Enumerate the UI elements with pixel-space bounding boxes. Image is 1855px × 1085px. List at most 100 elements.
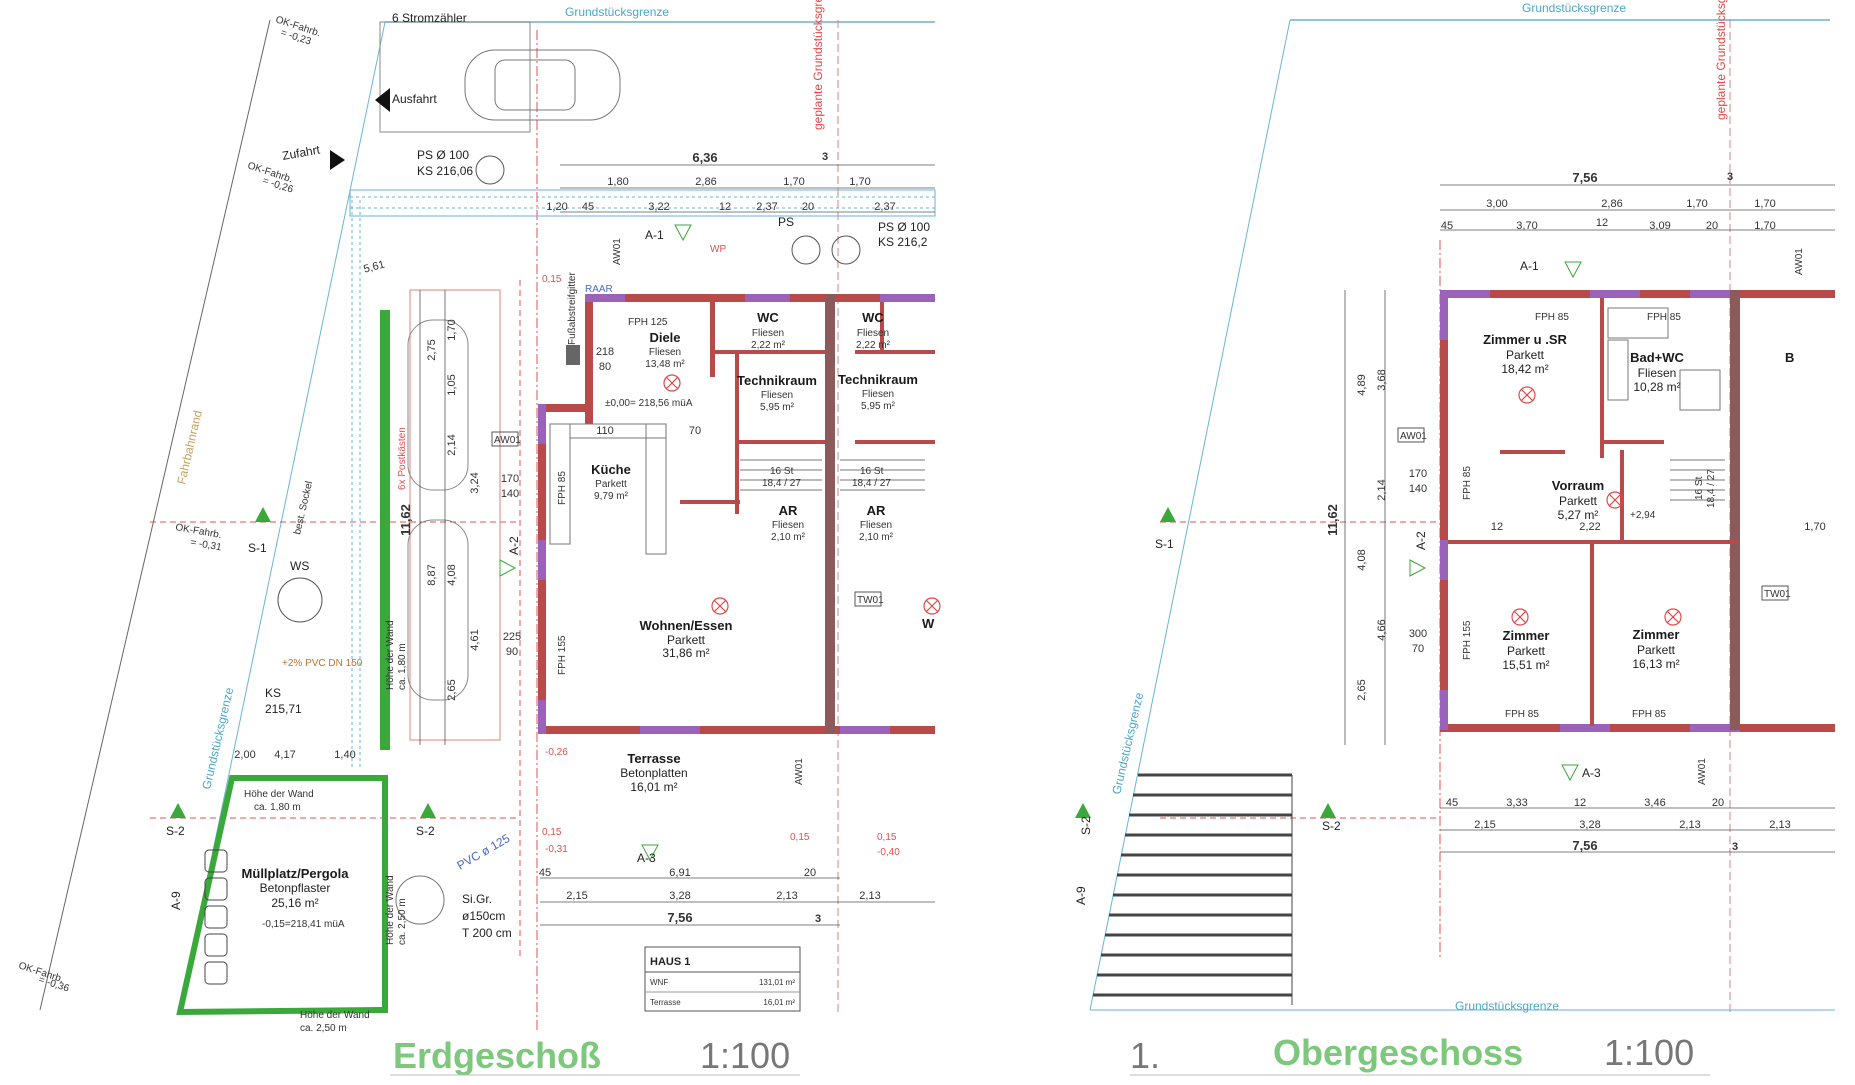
svg-text:Betonplatten: Betonplatten	[620, 766, 687, 780]
svg-text:1,70: 1,70	[1804, 521, 1825, 533]
stromzaehler-label: 6 Stromzähler	[392, 11, 467, 25]
svg-text:2,86: 2,86	[1601, 198, 1622, 210]
svg-text:Zimmer u .SR: Zimmer u .SR	[1483, 332, 1567, 347]
svg-text:2,10 m²: 2,10 m²	[859, 532, 894, 543]
section-s2-left: S-2	[166, 824, 185, 838]
svg-text:140: 140	[501, 488, 519, 500]
ks2-label: KS 216,2	[878, 235, 928, 249]
svg-text:3,68: 3,68	[1376, 369, 1388, 390]
ks-value: 215,71	[265, 702, 302, 716]
area-table: HAUS 1 WNF 131,01 m² Terrasse 16,01 m²	[644, 946, 801, 1012]
svg-text:WC: WC	[862, 310, 884, 325]
ok-road-3-val: = -0,31	[189, 537, 222, 553]
car-symbol	[464, 49, 621, 121]
svg-text:2,22: 2,22	[1579, 521, 1600, 533]
svg-text:20: 20	[1706, 220, 1718, 232]
section-a1: A-1	[645, 228, 664, 242]
svg-text:Fliesen: Fliesen	[860, 520, 892, 531]
svg-text:12: 12	[719, 201, 731, 213]
stairs-ratio-2: 18,4 / 27	[852, 478, 891, 489]
fph-125: FPH 125	[628, 317, 668, 328]
svg-text:Parkett: Parkett	[1559, 494, 1598, 508]
svg-text:2,13: 2,13	[859, 890, 880, 902]
svg-text:Technikraum: Technikraum	[838, 372, 918, 387]
height-015-b: 0,15	[542, 827, 562, 838]
room-muellplatz: Müllplatz/Pergola Betonpflaster 25,16 m²	[242, 866, 350, 910]
upper-section-s1: S-1	[1155, 537, 1174, 551]
svg-text:25,16 m²: 25,16 m²	[271, 896, 318, 910]
svg-text:1,70: 1,70	[446, 319, 458, 340]
terrace-hatch	[1093, 773, 1293, 1005]
dimension-lines	[419, 164, 1835, 926]
ground-floor-fixtures	[663, 374, 941, 615]
svg-text:6,36: 6,36	[692, 150, 717, 165]
svg-text:110: 110	[596, 425, 614, 437]
svg-text:9,79 m²: 9,79 m²	[594, 491, 629, 502]
svg-text:Parkett: Parkett	[667, 633, 706, 647]
svg-text:225: 225	[503, 631, 521, 643]
svg-text:3,28: 3,28	[1579, 819, 1600, 831]
svg-text:Fliesen: Fliesen	[752, 328, 784, 339]
road-label: Fahrbahnrand	[174, 409, 205, 486]
svg-text:7,56: 7,56	[667, 910, 692, 925]
upper-fph-85-a: FPH 85	[1535, 312, 1569, 323]
svg-text:31,86 m²: 31,86 m²	[662, 646, 709, 660]
planned-boundary-label-upper: geplante Grundstücksgrenze	[1714, 0, 1728, 120]
svg-text:10,28 m²: 10,28 m²	[1633, 380, 1680, 394]
svg-text:Vorraum: Vorraum	[1552, 478, 1605, 493]
upper-section-s2-left: S-2	[1079, 816, 1093, 835]
svg-text:1,70: 1,70	[783, 176, 804, 188]
svg-text:1,70: 1,70	[1686, 198, 1707, 210]
planned-boundary-label: geplante Grundstücksgrenze	[811, 0, 825, 130]
svg-text:Fliesen: Fliesen	[772, 520, 804, 531]
w-cut-label: W	[922, 616, 935, 631]
svg-text:5,61: 5,61	[362, 259, 386, 276]
pvc-big-label: PVC ø 125	[455, 831, 513, 873]
svg-text:170: 170	[501, 473, 519, 485]
svg-text:218: 218	[596, 346, 614, 358]
svg-text:2,00: 2,00	[234, 749, 255, 761]
scale-upper-floor: 1:100	[1604, 1032, 1694, 1073]
ground-dimensions: 6,36 1,80 2,86 1,70 1,70 1,20 45 3,22 12…	[234, 150, 895, 925]
svg-text:7,56: 7,56	[1572, 170, 1597, 185]
svg-text:2,37: 2,37	[874, 201, 895, 213]
kitchen-fph: FPH 85	[557, 471, 568, 505]
room-zimmer-2: Zimmer Parkett 16,13 m²	[1632, 627, 1679, 671]
postkasten-label: 6x Postkästen	[397, 427, 408, 490]
svg-text:5,95 m²: 5,95 m²	[861, 401, 896, 412]
room-bad-wc: Bad+WC Fliesen 10,28 m²	[1630, 350, 1684, 394]
svg-text:16,13 m²: 16,13 m²	[1632, 657, 1679, 671]
svg-text:4,66: 4,66	[1376, 619, 1388, 640]
svg-text:Technikraum: Technikraum	[737, 373, 817, 388]
scale-ground-floor: 1:100	[700, 1035, 790, 1076]
room-ar-1: AR Fliesen 2,10 m²	[771, 503, 806, 543]
svg-text:Zimmer: Zimmer	[1633, 627, 1680, 642]
sigr-diameter: ø150cm	[462, 909, 505, 923]
aw01-bottom: AW01	[794, 758, 805, 785]
svg-text:3,70: 3,70	[1516, 220, 1537, 232]
stairs-count-upper: 16 St	[1694, 476, 1705, 500]
svg-text:Zimmer: Zimmer	[1503, 628, 1550, 643]
table-row-terrasse-value: 16,01 m²	[763, 998, 795, 1007]
svg-text:2,15: 2,15	[566, 890, 587, 902]
svg-text:1,05: 1,05	[446, 374, 458, 395]
section-markers	[170, 88, 1582, 862]
svg-text:Parkett: Parkett	[1507, 644, 1546, 658]
svg-text:13,48 m²: 13,48 m²	[645, 359, 685, 370]
svg-text:45: 45	[582, 201, 594, 213]
room-wc-2: WC Fliesen 2,22 m²	[856, 310, 891, 351]
upper-site-lines	[1089, 19, 1835, 1015]
svg-text:5,27 m²: 5,27 m²	[1558, 508, 1599, 522]
exit-label: Ausfahrt	[392, 92, 437, 106]
svg-text:Bad+WC: Bad+WC	[1630, 350, 1684, 365]
aw01-top: AW01	[612, 238, 623, 265]
tw01-upper: TW01	[1764, 589, 1791, 600]
svg-text:2,10 m²: 2,10 m²	[771, 532, 806, 543]
svg-text:Fliesen: Fliesen	[761, 390, 793, 401]
wall-height-label: Höhe der Wand	[244, 789, 314, 800]
level-plus-294: +2,94	[1630, 510, 1656, 521]
upper-section-a9: A-9	[1074, 886, 1088, 905]
svg-text:Müllplatz/Pergola: Müllplatz/Pergola	[242, 866, 350, 881]
svg-text:1,70: 1,70	[1754, 198, 1775, 210]
